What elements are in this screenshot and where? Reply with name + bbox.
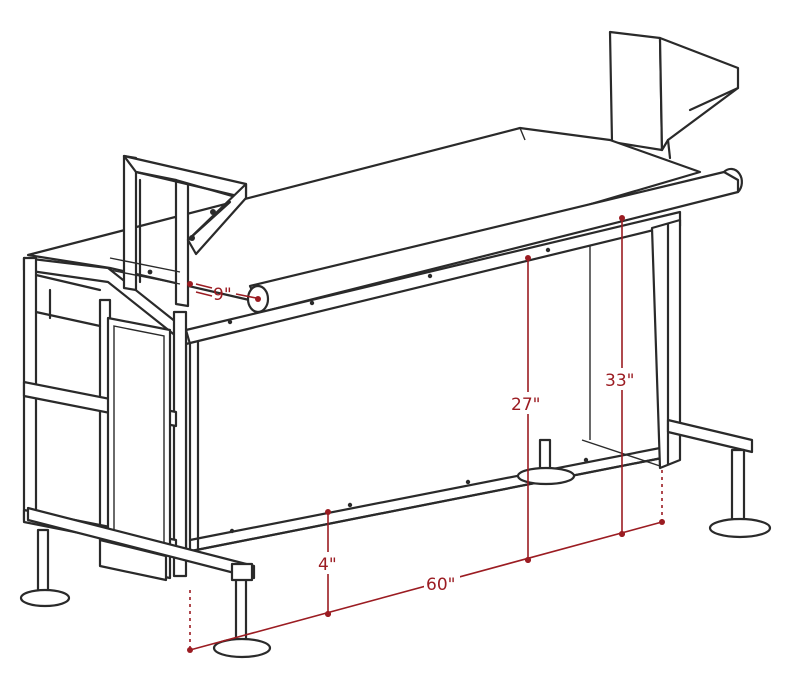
table-top xyxy=(26,126,702,304)
label-bottom-clearance: 4" xyxy=(318,555,337,575)
label-roller-diameter: 9" xyxy=(213,285,232,305)
dimension-bottom-clearance: 4" xyxy=(316,509,340,617)
dimension-roller-diameter: 9" xyxy=(187,281,261,305)
dimension-panel-height: 27" xyxy=(510,255,544,563)
dimension-length: 60" xyxy=(187,470,665,653)
dimension-top-height: 33" xyxy=(604,215,638,537)
right-leg-assembly xyxy=(516,418,772,539)
feed-chute xyxy=(608,30,740,160)
roller-bracket xyxy=(109,154,248,308)
left-leg-assembly xyxy=(19,506,272,659)
dimension-annotations: 9" 33" 27" 4" xyxy=(187,215,665,653)
left-end-frame xyxy=(22,256,188,580)
label-top-height: 33" xyxy=(605,371,634,391)
label-length: 60" xyxy=(426,575,455,595)
panel-bolts xyxy=(227,247,589,534)
label-panel-height: 27" xyxy=(511,395,540,415)
